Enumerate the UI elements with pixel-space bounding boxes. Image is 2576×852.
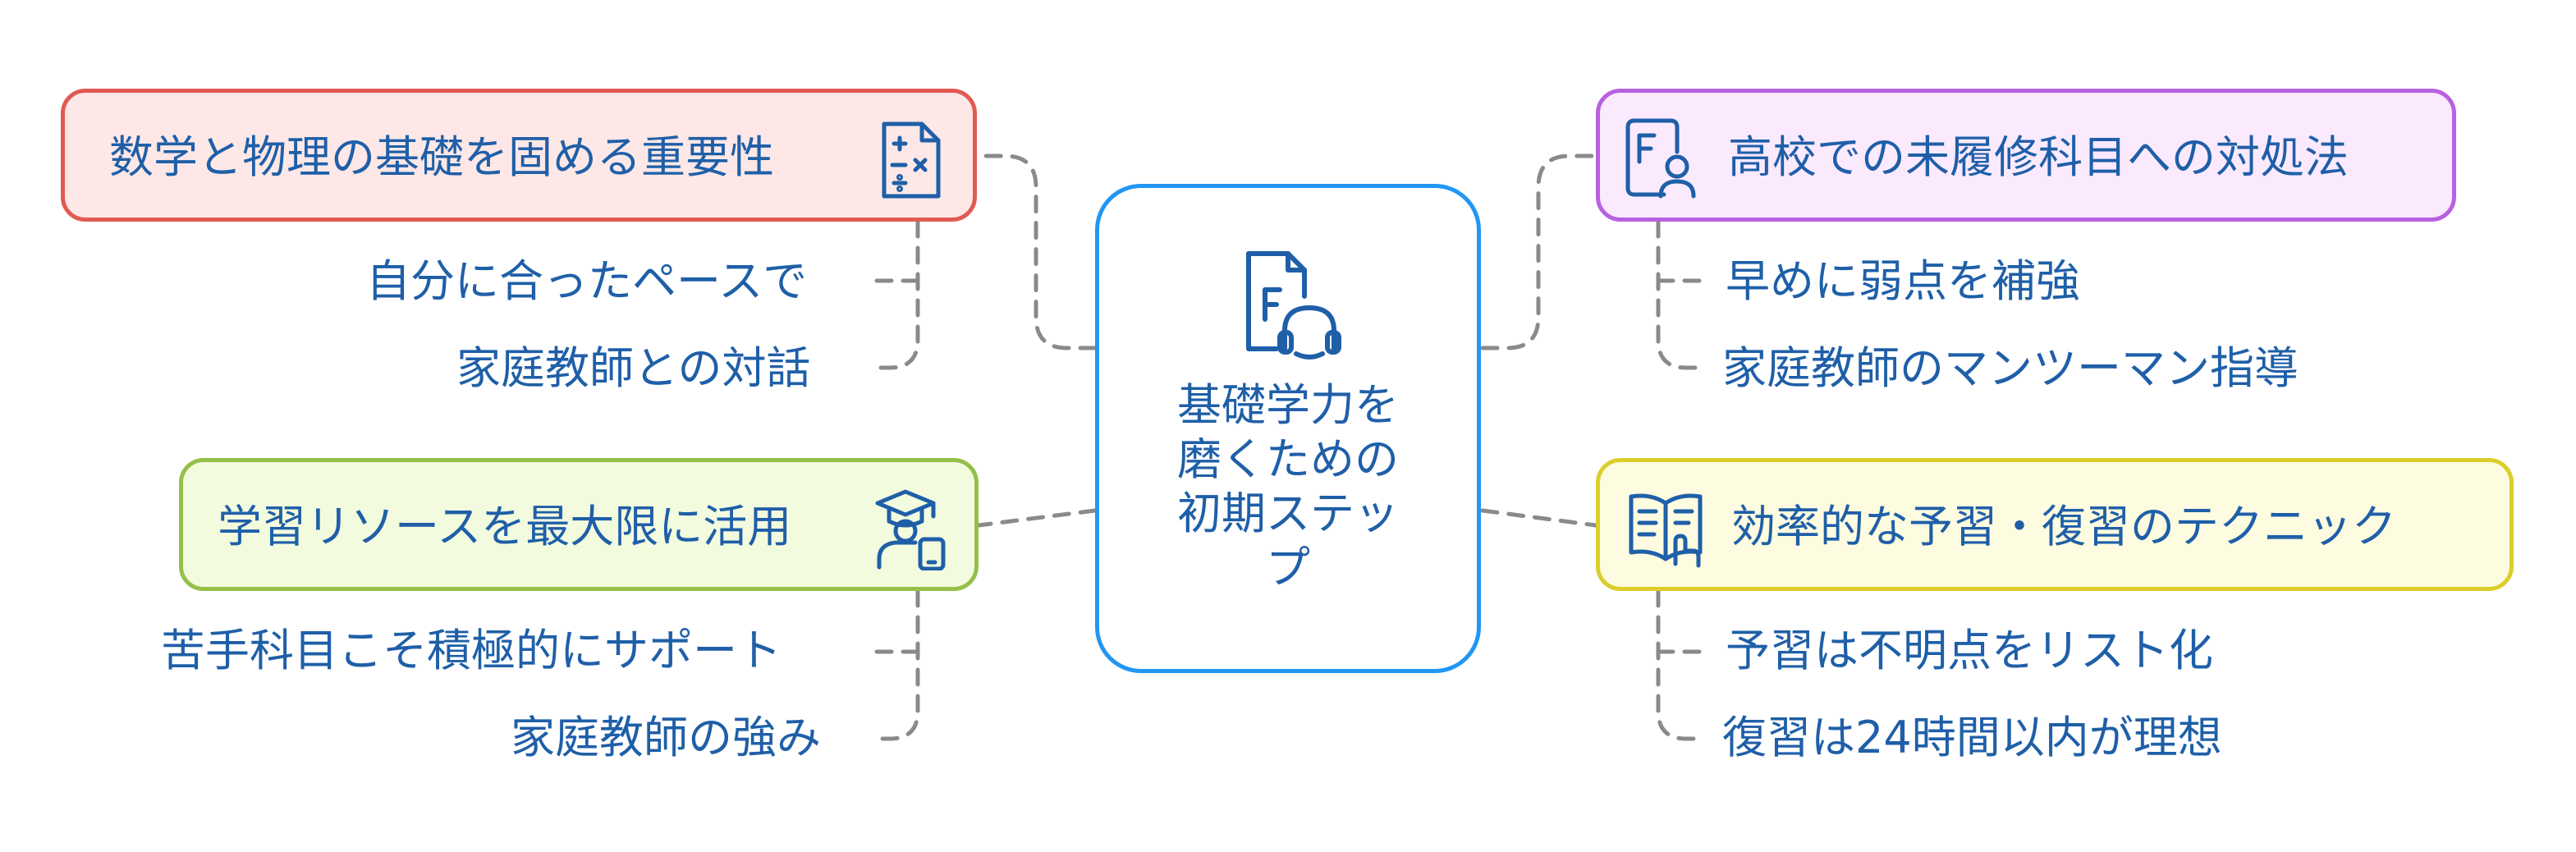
child-resources-2: 家庭教師の強み (511, 712, 821, 763)
child-resources-1: 苦手科目こそ積極的にサポート (161, 625, 782, 676)
center-node: 基礎学力を 磨くための 初期ステッ プ (1095, 184, 1481, 673)
branch-label: 学習リソースを最大限に活用 (218, 501, 792, 552)
child-math-2: 家庭教師との対話 (456, 342, 811, 394)
branch-resources: 学習リソースを最大限に活用 (179, 458, 979, 591)
center-title-line: 磨くための (1177, 433, 1399, 485)
child-math-1: 自分に合ったペースで (366, 255, 808, 307)
center-title-line: 初期ステッ (1177, 488, 1399, 539)
document-user-icon (1625, 118, 1696, 199)
child-study-1: 予習は不明点をリスト化 (1726, 625, 2213, 676)
student-phone-icon (875, 489, 946, 570)
connector-resources-children (871, 589, 920, 741)
tutor-headset-icon (1246, 251, 1341, 360)
book-hand-icon (1629, 493, 1703, 568)
connector-study-children (1656, 589, 1705, 741)
connector-unstudied-children (1656, 219, 1705, 370)
child-unstudied-1: 早めに弱点を補強 (1726, 255, 2080, 307)
calculator-icon (882, 121, 941, 199)
child-unstudied-2: 家庭教師のマンツーマン指導 (1722, 342, 2299, 394)
branch-label: 数学と物理の基礎を固める重要性 (109, 131, 774, 183)
connector-center-resources (976, 508, 1098, 528)
branch-study: 効率的な予習・復習のテクニック (1596, 458, 2514, 591)
connector-center-study (1480, 508, 1598, 528)
center-title-line: プ (1266, 542, 1310, 593)
branch-math: 数学と物理の基礎を固める重要性 (61, 89, 977, 222)
connector-center-math (976, 153, 1098, 350)
center-title-line: 基礎学力を (1177, 379, 1399, 431)
child-study-2: 復習は24時間以内が理想 (1722, 712, 2222, 763)
connector-math-children (871, 219, 920, 370)
branch-unstudied: 高校での未履修科目への対処法 (1596, 89, 2456, 222)
branch-label: 高校での未履修科目への対処法 (1728, 131, 2349, 183)
center-title: 基礎学力を 磨くための 初期ステッ プ (1099, 378, 1477, 595)
connector-center-unstudied (1480, 153, 1598, 350)
branch-label: 効率的な予習・復習のテクニック (1731, 501, 2396, 552)
